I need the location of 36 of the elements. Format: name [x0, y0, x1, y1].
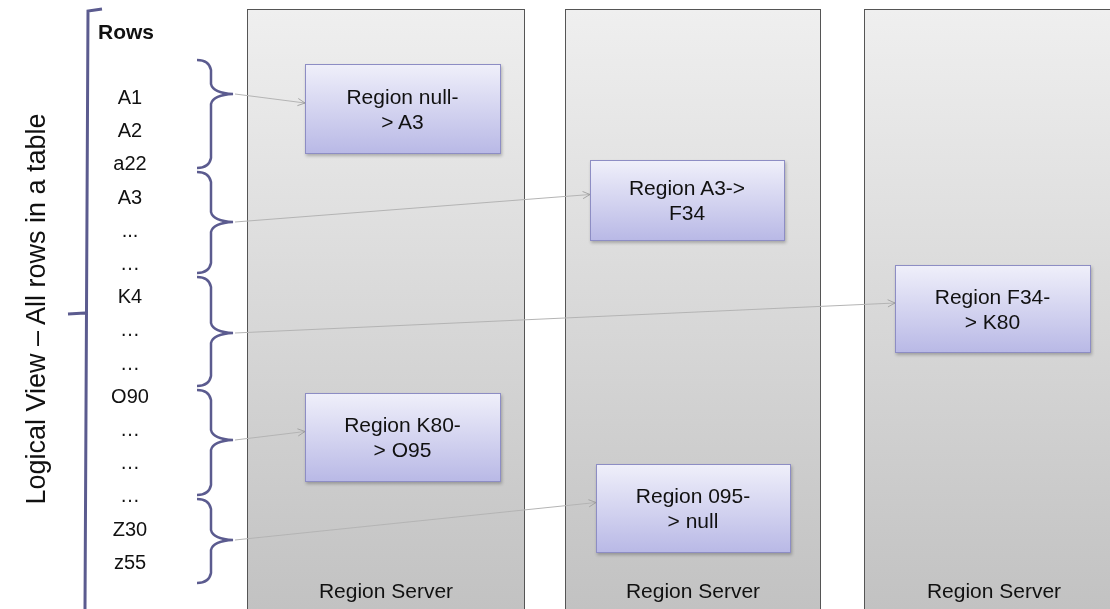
row-key: … — [85, 418, 175, 440]
curly-brace — [195, 58, 235, 170]
row-key: … — [85, 451, 175, 474]
row-key: A3 — [85, 185, 175, 208]
server-title: Region Server — [925, 579, 1063, 603]
column-heading: Rows — [98, 20, 154, 44]
row-key: … — [85, 318, 175, 341]
row-key: ... — [85, 218, 175, 241]
region-box: Region 095-> null — [595, 463, 791, 553]
region-box: Region K80-> O95 — [304, 392, 501, 482]
region-box: Region A3-> F34 — [589, 159, 785, 241]
curly-brace — [195, 275, 235, 388]
curly-brace — [195, 170, 235, 275]
leader-arrow — [234, 499, 597, 541]
row-key: … — [85, 351, 175, 374]
curly-brace — [195, 497, 235, 585]
row-key: … — [85, 252, 175, 274]
region-box: Region F34-> K80 — [894, 264, 1091, 353]
row-key: K4 — [85, 285, 175, 308]
row-key: A2 — [85, 119, 175, 142]
leader-arrow — [234, 428, 306, 441]
server-title: Region Server — [317, 579, 455, 603]
axis-title: Logical View – All rows in a table — [20, 113, 52, 505]
row-key: Z30 — [85, 517, 175, 540]
server-title: Region Server — [624, 579, 762, 603]
server-panel — [565, 9, 821, 609]
row-key: O90 — [85, 384, 175, 407]
row-key: a22 — [85, 152, 175, 175]
leader-arrow — [234, 191, 591, 223]
region-box: Region null-> A3 — [304, 63, 501, 154]
server-panel — [864, 9, 1110, 609]
curly-brace — [195, 388, 235, 497]
row-key: … — [85, 484, 175, 507]
server-panel — [247, 9, 525, 609]
row-key: A1 — [85, 86, 175, 108]
row-key: z55 — [85, 550, 175, 573]
